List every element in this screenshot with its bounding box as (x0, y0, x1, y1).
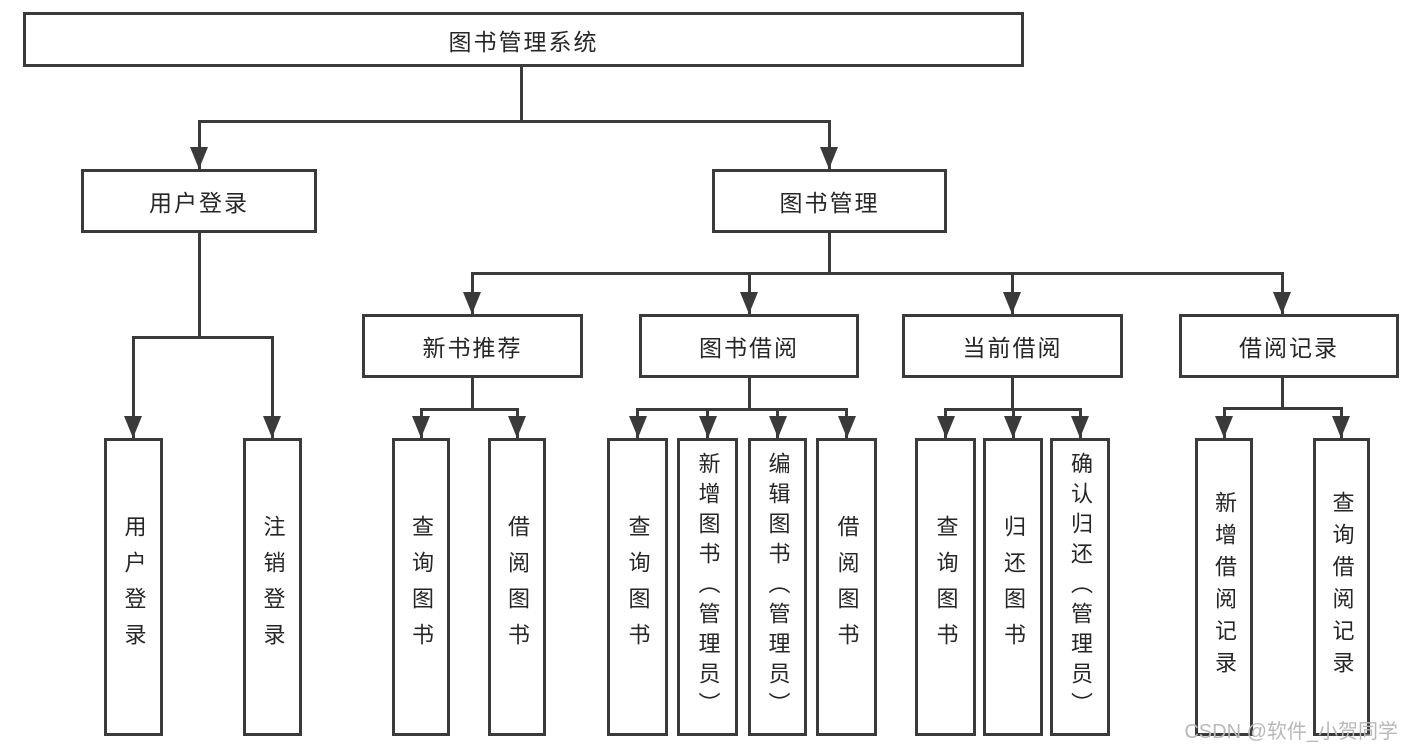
arrowhead-down-icon (263, 416, 281, 438)
leaf-borrow-query-books: 查询图书 (607, 438, 668, 736)
node-label: 借阅记录 (1239, 335, 1339, 361)
leaf-confirm-return-admin: 确认归还（管理员） (1050, 438, 1110, 736)
node-label: 当前借阅 (962, 335, 1063, 361)
arrowhead-down-icon (1004, 416, 1022, 438)
leaf-borrow-books: 借阅图书 (816, 438, 877, 736)
arrowhead-down-icon (838, 416, 856, 438)
connector (198, 233, 201, 336)
leaf-add-borrow-record: 新增借阅记录 (1195, 438, 1253, 736)
leaf-label: 查询图书 (933, 515, 959, 659)
leaf-label: 注销登录 (260, 515, 286, 659)
leaf-query-borrow-record: 查询借阅记录 (1313, 438, 1370, 736)
leaf-edit-books-admin: 编辑图书（管理员） (748, 438, 807, 736)
connector (748, 378, 751, 408)
arrowhead-down-icon (412, 416, 430, 438)
connector (520, 67, 523, 120)
node-borrow-record: 借阅记录 (1179, 314, 1399, 378)
leaf-label: 新增借阅记录 (1212, 491, 1237, 683)
arrowhead-down-icon (699, 416, 717, 438)
connector (1223, 407, 1343, 410)
leaf-return-books: 归还图书 (983, 438, 1043, 736)
leaf-label: 确认归还（管理员） (1068, 452, 1093, 722)
connector (420, 408, 519, 411)
leaf-label: 借阅图书 (834, 515, 860, 659)
leaf-label: 查询借阅记录 (1329, 491, 1355, 683)
node-label: 新书推荐 (422, 335, 523, 361)
node-label: 图书管理 (779, 190, 880, 216)
arrowhead-down-icon (463, 292, 481, 314)
node-label: 图书借阅 (699, 335, 799, 361)
leaf-label: 编辑图书（管理员） (765, 452, 791, 722)
leaf-user-login: 用户登录 (104, 438, 163, 736)
node-book-management: 图书管理 (712, 169, 947, 233)
arrowhead-down-icon (1273, 292, 1291, 314)
node-book-borrow: 图书借阅 (639, 314, 859, 378)
leaf-label: 借阅图书 (505, 515, 530, 659)
leaf-label: 新增图书（管理员） (695, 452, 721, 722)
node-library-management-system: 图书管理系统 (23, 12, 1024, 67)
arrowhead-down-icon (190, 147, 208, 169)
arrowhead-down-icon (508, 416, 526, 438)
arrowhead-down-icon (629, 416, 647, 438)
connector (828, 120, 831, 169)
connector (828, 233, 831, 272)
arrowhead-down-icon (769, 416, 787, 438)
connector (471, 378, 474, 408)
leaf-newbook-query-books: 查询图书 (392, 438, 450, 736)
leaf-label: 查询图书 (625, 515, 651, 659)
arrowhead-down-icon (1215, 416, 1233, 438)
node-new-book-recommend: 新书推荐 (362, 314, 583, 378)
arrowhead-down-icon (1003, 292, 1021, 314)
node-user-login: 用户登录 (81, 169, 317, 233)
node-label: 图书管理系统 (448, 28, 599, 55)
leaf-current-query-books: 查询图书 (915, 438, 976, 736)
arrowhead-down-icon (1071, 416, 1089, 438)
arrowhead-down-icon (937, 416, 955, 438)
connector (271, 336, 274, 438)
leaf-label: 归还图书 (1001, 515, 1026, 659)
leaf-newbook-borrow-books: 借阅图书 (488, 438, 546, 736)
arrowhead-down-icon (820, 147, 838, 169)
arrowhead-down-icon (740, 292, 758, 314)
arrowhead-down-icon (1332, 416, 1350, 438)
node-label: 用户登录 (149, 190, 249, 216)
connector (132, 336, 135, 438)
connector (636, 408, 848, 411)
leaf-label: 用户登录 (121, 515, 147, 659)
leaf-label: 查询图书 (409, 515, 434, 659)
leaf-add-books-admin: 新增图书（管理员） (677, 438, 738, 736)
leaf-logout: 注销登录 (243, 438, 302, 736)
connector (132, 336, 274, 339)
connector (1011, 378, 1014, 408)
watermark: CSDN @软件_小贺同学 (1184, 721, 1398, 743)
connector (1281, 378, 1284, 407)
connector (471, 272, 1283, 275)
arrowhead-down-icon (124, 416, 142, 438)
node-current-borrow: 当前借阅 (902, 314, 1123, 378)
connector (198, 120, 201, 169)
connector (198, 120, 831, 123)
